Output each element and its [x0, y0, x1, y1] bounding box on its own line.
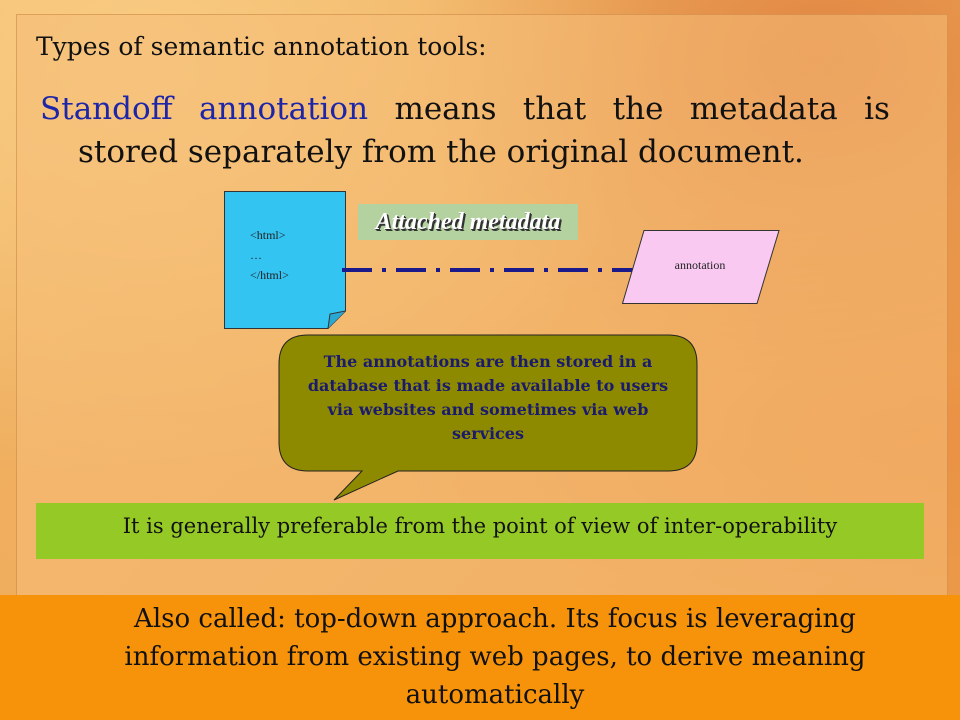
dash-dot-arrow: [342, 264, 646, 276]
standoff-word: metadata: [689, 91, 838, 127]
annotation-parallelogram: [622, 230, 780, 304]
standoff-word: is: [864, 91, 890, 127]
standoff-word: that: [522, 91, 587, 127]
speech-callout: [278, 334, 698, 501]
standoff-line-2: stored separately from the original docu…: [78, 133, 804, 170]
interoperability-text: It is generally preferable from the poin…: [122, 514, 838, 538]
html-document-code: <html> … </html>: [250, 225, 289, 285]
callout-text: The annotations are then stored in a dat…: [307, 352, 669, 443]
doc-line-open: <html>: [250, 228, 286, 242]
standoff-word: means: [394, 91, 497, 127]
standoff-definition: Standoff annotation means that the metad…: [40, 88, 890, 174]
annotation-label: annotation: [674, 258, 726, 272]
standoff-line-1: Standoff annotation means that the metad…: [40, 88, 890, 131]
standoff-word: Standoff: [40, 91, 173, 127]
standoff-word: annotation: [199, 91, 369, 127]
html-document-shape: [224, 191, 346, 329]
doc-line-ellipsis: …: [250, 248, 262, 262]
bottom-text: Also called: top-down approach. Its focu…: [124, 604, 866, 710]
slide-heading: Types of semantic annotation tools:: [36, 32, 487, 61]
content-panel: [16, 14, 948, 596]
doc-line-close: </html>: [250, 268, 289, 282]
bottom-band: [0, 595, 960, 720]
standoff-word: the: [612, 91, 664, 127]
attached-metadata-label: Attached metadata: [358, 204, 578, 240]
interoperability-bar: It is generally preferable from the poin…: [36, 503, 924, 559]
